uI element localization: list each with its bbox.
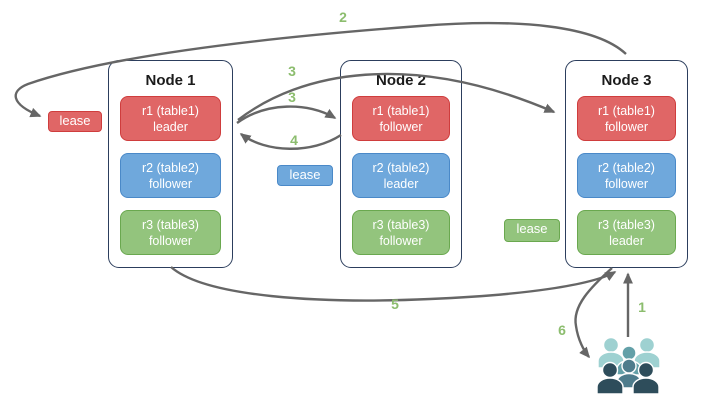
node-1-replica-r1: r1 (table1) leader (120, 96, 221, 141)
step-label-3-lower: 3 (288, 89, 296, 105)
replica-role: follower (379, 233, 423, 248)
step-label-3-upper: 3 (288, 63, 296, 79)
replica-role: leader (383, 176, 419, 191)
node-3: Node 3 r1 (table1) follower r2 (table2) … (565, 60, 688, 268)
person-icon (632, 361, 660, 395)
node-1-title: Node 1 (145, 72, 196, 89)
lease-badge-green: lease (504, 219, 560, 242)
node-2-replica-r3: r3 (table3) follower (352, 210, 450, 255)
arrow-step-2 (14, 21, 627, 118)
node-2-replica-r2: r2 (table2) leader (352, 153, 450, 198)
step-label-4: 4 (290, 132, 298, 148)
replica-role: follower (604, 119, 649, 134)
replica-role: follower (148, 233, 193, 248)
step-label-5: 5 (391, 296, 399, 312)
node-3-replica-r3: r3 (table3) leader (577, 210, 676, 255)
replica-name: r1 (table1) (372, 103, 430, 118)
arrow-step-3-to-node3 (237, 72, 556, 121)
replica-name: r1 (table1) (142, 103, 199, 118)
arrow-step-5 (170, 266, 617, 302)
node-1-replica-r2: r2 (table2) follower (120, 153, 221, 198)
replica-role: follower (148, 176, 193, 191)
replica-role: follower (379, 119, 423, 134)
node-2-title: Node 2 (375, 72, 426, 89)
users-icon (596, 336, 661, 395)
replica-name: r2 (table2) (372, 160, 430, 175)
arrow-step-3-to-node2 (236, 105, 337, 124)
replica-name: r2 (table2) (598, 160, 655, 175)
replica-role: follower (604, 176, 649, 191)
node-3-replica-r2: r2 (table2) follower (577, 153, 676, 198)
replica-name: r3 (table3) (142, 217, 199, 232)
node-3-replica-r1: r1 (table1) follower (577, 96, 676, 141)
node-1: Node 1 r1 (table1) leader r2 (table2) fo… (108, 60, 233, 268)
node-1-replica-r3: r3 (table3) follower (120, 210, 221, 255)
replica-role: leader (153, 119, 188, 134)
step-label-2: 2 (339, 9, 347, 25)
replica-name: r2 (table2) (142, 160, 199, 175)
replica-role: leader (609, 233, 644, 248)
lease-badge-blue: lease (277, 165, 333, 186)
arrow-step-6 (574, 267, 613, 359)
node-3-title: Node 3 (601, 72, 652, 89)
node-2: Node 2 r1 (table1) follower r2 (table2) … (340, 60, 462, 268)
arrow-step-4 (239, 133, 342, 150)
replica-name: r3 (table3) (598, 217, 655, 232)
step-label-1: 1 (638, 299, 646, 315)
replica-name: r1 (table1) (598, 103, 655, 118)
person-icon (596, 361, 624, 395)
person-icon (597, 336, 625, 369)
node-2-replica-r1: r1 (table1) follower (352, 96, 450, 141)
step-label-6: 6 (558, 322, 566, 338)
replica-name: r3 (table3) (372, 217, 430, 232)
lease-badge-red: lease (48, 111, 102, 132)
